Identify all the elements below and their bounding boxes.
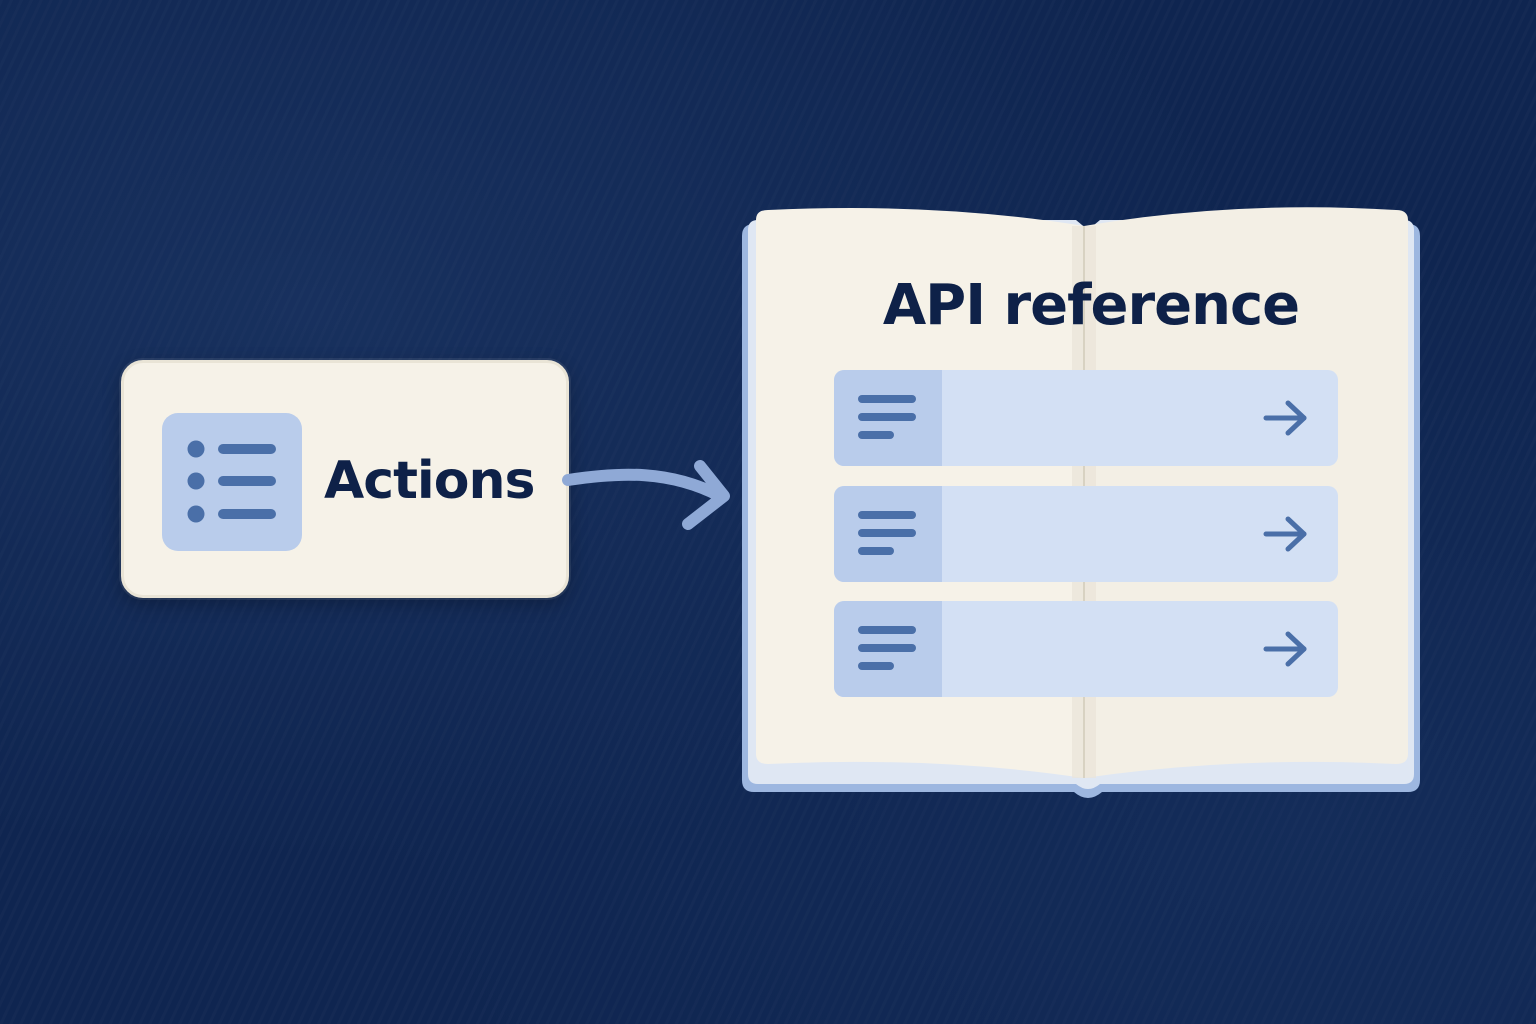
actions-label: Actions [324, 451, 535, 511]
actions-card[interactable]: Actions [121, 360, 569, 598]
text-lines-icon [834, 370, 942, 466]
reference-row[interactable] [834, 370, 1338, 466]
text-lines-icon [834, 486, 942, 582]
arrow-right-icon[interactable] [1262, 629, 1310, 669]
text-lines-icon [834, 601, 942, 697]
list-icon [162, 413, 302, 551]
arrow-right-icon[interactable] [1262, 514, 1310, 554]
reference-row[interactable] [834, 486, 1338, 582]
book-title: API reference [882, 273, 1300, 338]
reference-row[interactable] [834, 601, 1338, 697]
arrow-right-icon[interactable] [1262, 398, 1310, 438]
api-reference-book: API reference [736, 196, 1426, 808]
arrow-right-icon [562, 460, 730, 530]
